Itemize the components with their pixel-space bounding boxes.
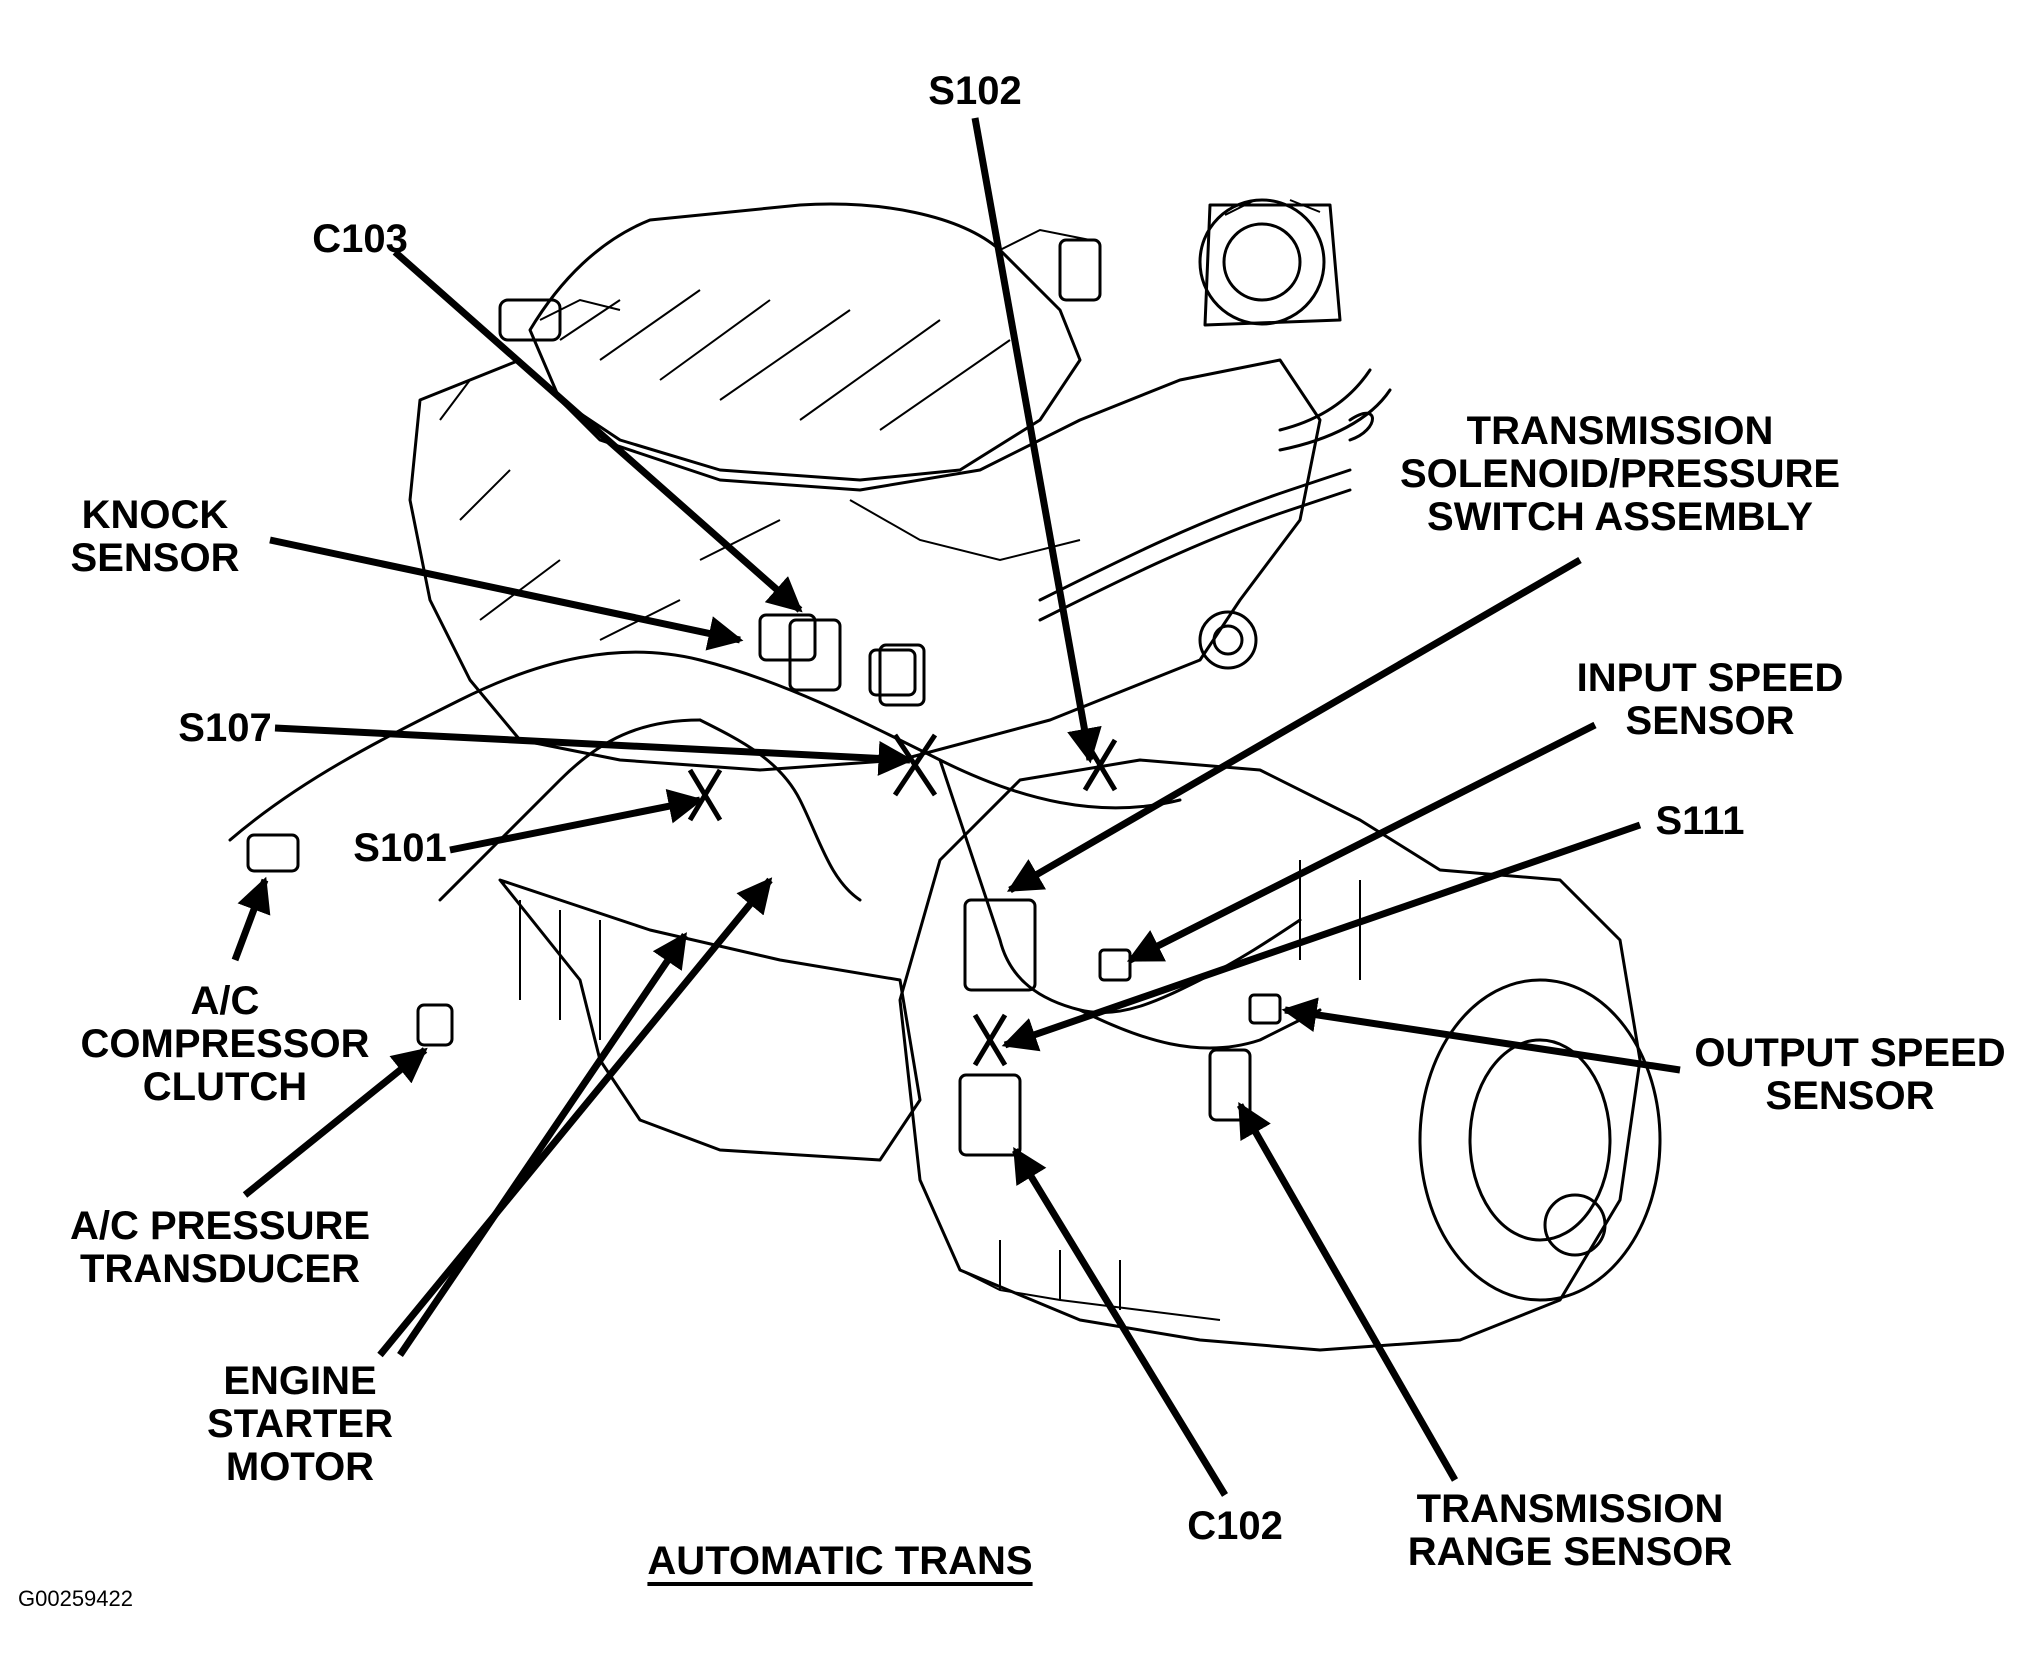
figure-id: G00259422: [18, 1586, 133, 1611]
leader-s111: [1001, 821, 1642, 1052]
label-c102: C102: [1187, 1504, 1283, 1548]
label-transmission-range-sensor: TRANSMISSION RANGE SENSOR: [1407, 1487, 1733, 1574]
label-s101: S101: [353, 826, 447, 870]
label-knock-sensor: KNOCK SENSOR: [70, 493, 240, 580]
hoses: [1038, 368, 1392, 622]
leader-transmission-solenoid: [1006, 556, 1582, 894]
leader-output-speed-sensor: [1281, 997, 1681, 1074]
label-c103: C103: [312, 217, 408, 261]
figure-caption: AUTOMATIC TRANS: [647, 1539, 1033, 1583]
label-transmission-solenoid-pressure-switch-assembly: TRANSMISSION SOLENOID/PRESSURE SWITCH AS…: [1399, 409, 1841, 539]
leader-s107: [274, 724, 914, 776]
label-ac-compressor-clutch: A/C COMPRESSOR CLUTCH: [80, 979, 370, 1109]
leader-starter-motor-1: [377, 877, 773, 1358]
leader-ac-pressure-transducer: [242, 1047, 428, 1198]
oil-pan: [498, 878, 922, 1162]
leader-ac-compressor-clutch: [231, 876, 271, 962]
leader-transmission-range-sensor: [1236, 1101, 1459, 1482]
leader-c103: [392, 249, 803, 613]
label-ac-pressure-transducer: A/C PRESSURE TRANSDUCER: [69, 1204, 371, 1291]
transmission: [898, 758, 1662, 1352]
wiring-harness: [228, 650, 1322, 1050]
leader-s102: [971, 117, 1102, 764]
splice-marks: [687, 733, 1118, 1067]
leader-input-speed-sensor: [1126, 721, 1597, 964]
label-s111: S111: [1655, 799, 1745, 843]
label-s107: S107: [178, 706, 272, 750]
label-engine-starter-motor: ENGINE STARTER MOTOR: [207, 1359, 393, 1489]
leader-lines: [231, 117, 1681, 1497]
label-s102: S102: [928, 69, 1022, 113]
label-input-speed-sensor: INPUT SPEED SENSOR: [1576, 656, 1844, 743]
engine-block: [408, 358, 1322, 772]
leader-s101: [449, 789, 704, 854]
leader-starter-motor-2: [397, 932, 688, 1357]
connectors: [246, 618, 1282, 1157]
leader-c102: [1012, 1147, 1228, 1497]
leader-knock-sensor: [269, 536, 744, 651]
intake-manifold: [498, 202, 1102, 482]
label-output-speed-sensor: OUTPUT SPEED SENSOR: [1694, 1031, 2006, 1118]
throttle-body: [1198, 198, 1342, 327]
